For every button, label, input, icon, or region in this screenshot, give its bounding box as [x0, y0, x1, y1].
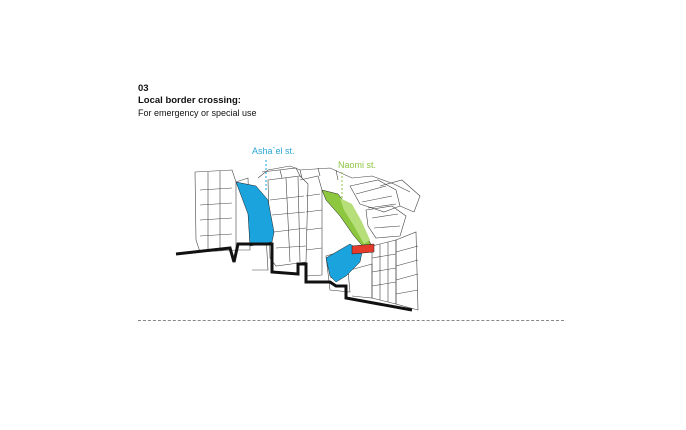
- building-linework: [194, 165, 421, 311]
- dashed-divider: [138, 320, 564, 321]
- label-ashael-street: Asha`el st.: [252, 146, 295, 156]
- label-naomi-street: Naomi st.: [338, 160, 376, 170]
- border-section-line: [175, 242, 413, 312]
- border-crossing-marker: [351, 243, 375, 255]
- green-street-band: [340, 198, 370, 244]
- caption-block: 03 Local border crossing: For emergency …: [138, 83, 257, 119]
- caption-title: Local border crossing:: [138, 95, 241, 106]
- caption-subtitle: For emergency or special use: [138, 108, 257, 118]
- blue-street-upper: [235, 181, 275, 247]
- caption-number: 03: [138, 83, 149, 94]
